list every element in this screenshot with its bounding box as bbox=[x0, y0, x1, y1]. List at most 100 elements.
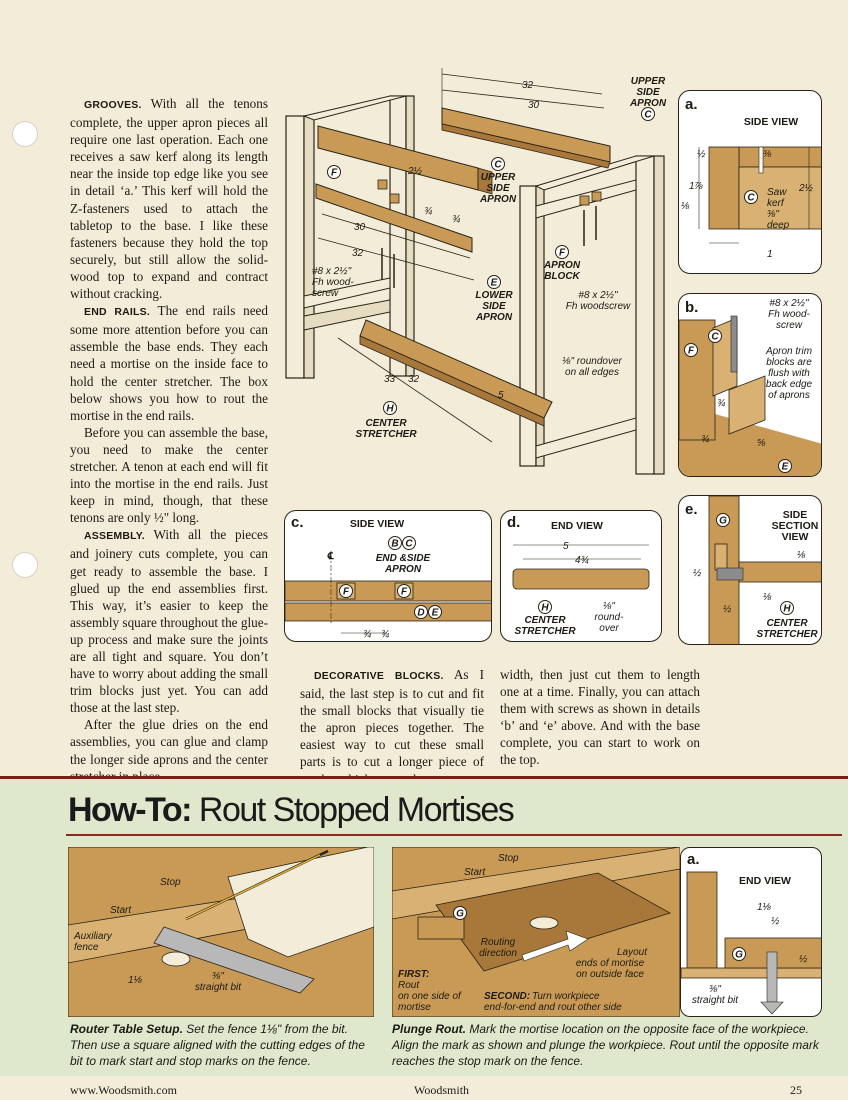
label-screw-right: #8 x 2½"Fh woodscrew bbox=[566, 290, 631, 312]
dim-32-top: 32 bbox=[522, 80, 534, 91]
left-text-column: GROOVES. With all the tenons complete, t… bbox=[70, 95, 268, 785]
howto-detail-a-dim-half2: ½ bbox=[799, 954, 808, 965]
detail-a-tag: a. bbox=[685, 96, 698, 113]
howto-title: How-To: Rout Stopped Mortises bbox=[68, 791, 515, 830]
callout-f-block: F bbox=[559, 248, 566, 259]
howto-detail-a-title: END VIEW bbox=[739, 875, 791, 887]
detail-c-callout-d: D bbox=[417, 608, 424, 619]
detail-a-dim-2half: 2½ bbox=[798, 183, 814, 194]
detail-d-title: END VIEW bbox=[551, 520, 603, 532]
dim-three-quarter-2: ¾ bbox=[452, 214, 460, 225]
detail-a-dim-1-7-8: 1⅞ bbox=[689, 181, 704, 192]
detail-b-dim-5-8: ⅝ bbox=[757, 438, 766, 449]
grooves-heading: GROOVES. bbox=[84, 99, 142, 111]
howto-section: How-To: Rout Stopped Mortises Stop Start… bbox=[0, 776, 848, 1076]
assembly-heading: ASSEMBLY. bbox=[84, 530, 145, 543]
dim-30-mid: 30 bbox=[354, 222, 366, 233]
caption2-body: Mark the mortise location on the opposit… bbox=[392, 1022, 819, 1068]
detail-d-callout-h: H bbox=[541, 603, 549, 614]
detail-b-tag: b. bbox=[685, 299, 698, 316]
decorative-blocks-heading: DECORATIVE BLOCKS. bbox=[314, 670, 444, 682]
howto-detail-a-dim-half: ½ bbox=[771, 916, 780, 927]
detail-c-dim-3q2: ¾ bbox=[381, 629, 389, 640]
detail-d-dim-4-3-4: 4¾ bbox=[575, 555, 589, 566]
footer-url: www.Woodsmith.com bbox=[70, 1083, 177, 1097]
right-leg-assembly bbox=[519, 155, 665, 475]
detail-c-callout-e: E bbox=[432, 608, 439, 619]
panel1-start: Start bbox=[110, 905, 132, 916]
caption2-head: Plunge Rout. bbox=[392, 1022, 466, 1036]
detail-c-title: SIDE VIEW bbox=[350, 518, 404, 530]
panel2-stop: Stop bbox=[498, 853, 519, 864]
callout-h: H bbox=[386, 404, 394, 415]
detail-a-callout-c: C bbox=[747, 193, 755, 204]
dim-33: 33 bbox=[384, 374, 396, 385]
detail-b-callout-c: C bbox=[711, 332, 719, 343]
detail-e-dim-half: ½ bbox=[693, 568, 702, 579]
dim-three-quarter-1: ¾ bbox=[424, 206, 432, 217]
lower-side-apron-piece bbox=[315, 183, 473, 253]
panel1-bit: ⅜"straight bit bbox=[195, 971, 242, 993]
binder-hole-middle bbox=[12, 552, 38, 578]
detail-c-callout-c: C bbox=[405, 539, 413, 550]
right-paragraph: width, then just cut them to length one … bbox=[500, 667, 700, 768]
detail-b-callout-f: F bbox=[688, 346, 695, 357]
howto-rule bbox=[66, 834, 842, 836]
detail-d-roundover: ⅛"round-over bbox=[595, 601, 625, 634]
callout-f: F bbox=[331, 168, 338, 179]
detail-a-dim-half: ½ bbox=[697, 149, 706, 160]
assembly-paragraph: ASSEMBLY. With all the pieces and joiner… bbox=[70, 526, 268, 716]
dim-32-low: 32 bbox=[408, 374, 420, 385]
howto-detail-a-callout-g: G bbox=[735, 950, 743, 961]
detail-c-tag: c. bbox=[291, 514, 304, 531]
detail-a-dim-1: 1 bbox=[767, 249, 773, 260]
panel1-dim-1-1-8: 1⅛ bbox=[128, 975, 143, 986]
detail-c-callout-b: B bbox=[391, 539, 398, 550]
howto-detail-a-panel: a. END VIEW 1⅛ ½ G ½ ⅜"straight bit bbox=[680, 847, 822, 1017]
callout-c-mid: C bbox=[494, 160, 502, 171]
detail-d-tag: d. bbox=[507, 514, 520, 531]
detail-a-dim-1-8: ⅛ bbox=[681, 201, 690, 212]
dim-5: 5 bbox=[498, 390, 504, 401]
detail-c-centerline: ℄ bbox=[327, 551, 334, 562]
detail-e-tag: e. bbox=[685, 501, 698, 518]
center-stretcher-paragraph: Before you can assemble the base, you ne… bbox=[70, 424, 268, 526]
caption-router-table-setup: Router Table Setup. Set the fence 1⅛" fr… bbox=[70, 1021, 376, 1069]
dim-32-mid: 32 bbox=[352, 248, 364, 259]
detail-c-callout-f2: F bbox=[401, 587, 408, 598]
panel2-callout-g: G bbox=[456, 909, 464, 920]
detail-d-dim-5: 5 bbox=[563, 541, 569, 552]
detail-b-dim-3q: ¾ bbox=[717, 398, 725, 409]
decorative-blocks-text: As I said, the last step is to cut and f… bbox=[300, 667, 484, 787]
label-screw-left: #8 x 2½"Fh wood-screw bbox=[312, 266, 354, 299]
caption1-body: Set the fence 1⅛" from the bit. Then use… bbox=[70, 1022, 365, 1068]
howto-detail-a-bit: ⅜"straight bit bbox=[692, 984, 739, 1006]
end-rails-text: The end rails need some more attention b… bbox=[70, 303, 268, 423]
footer-page-number: 25 bbox=[790, 1083, 802, 1097]
dim-30-top: 30 bbox=[528, 100, 540, 111]
caption-plunge-rout: Plunge Rout. Mark the mortise location o… bbox=[392, 1021, 824, 1069]
detail-c-callout-f1: F bbox=[343, 587, 350, 598]
detail-e-callout-g: G bbox=[719, 516, 727, 527]
assembly-text: With all the pieces and joinery cuts com… bbox=[70, 527, 268, 716]
detail-a-title: SIDE VIEW bbox=[744, 116, 798, 128]
